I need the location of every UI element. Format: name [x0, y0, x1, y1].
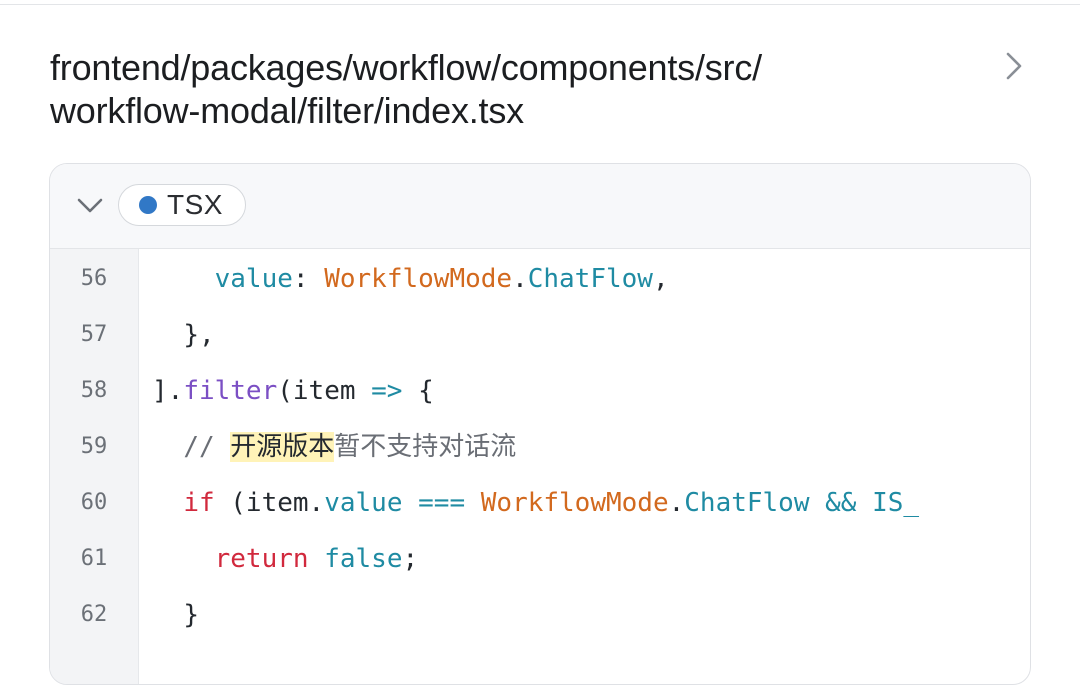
- code-token: [465, 488, 481, 518]
- code-token: .: [668, 488, 685, 518]
- code-token: [152, 264, 215, 294]
- code-token: //: [183, 432, 231, 462]
- code-token: if: [183, 488, 215, 518]
- code-token: return: [214, 544, 309, 574]
- file-path: frontend/packages/workflow/components/sr…: [50, 46, 990, 132]
- code-token: 暂不支持对话流: [334, 432, 517, 462]
- code-text: }: [152, 587, 199, 643]
- code-line: 62 }: [50, 587, 1030, 643]
- language-dot: [139, 196, 157, 214]
- code-block: TSX 56 value: WorkflowMode.ChatFlow,57 }…: [49, 163, 1031, 685]
- code-token: value: [214, 264, 293, 294]
- code-token: [152, 544, 215, 574]
- code-text: },: [152, 307, 215, 363]
- code-line: 60 if (item.value === WorkflowMode.ChatF…: [50, 475, 1030, 531]
- code-text: // 开源版本暂不支持对话流: [152, 419, 516, 475]
- code-token: value: [324, 488, 403, 518]
- code-block-toolbar: TSX: [50, 164, 1030, 249]
- line-number: 57: [80, 322, 108, 347]
- code-token: {: [402, 376, 434, 406]
- code-token: ].: [152, 376, 184, 406]
- line-number: 58: [80, 378, 108, 403]
- code-token: WorkflowMode: [324, 264, 513, 294]
- highlighted-text: 开源版本: [230, 432, 335, 462]
- code-token: IS_: [872, 488, 920, 518]
- code-token: &&: [825, 488, 857, 518]
- code-token: (item.: [214, 488, 325, 518]
- code-text: value: WorkflowMode.ChatFlow,: [152, 251, 669, 307]
- code-token: [152, 432, 183, 462]
- chevron-down-icon: [77, 198, 103, 213]
- code-token: WorkflowMode: [480, 488, 669, 518]
- code-token: ,: [652, 264, 669, 294]
- language-badge: TSX: [118, 184, 246, 226]
- code-token: [810, 488, 826, 518]
- file-path-line2: workflow-modal/filter/index.tsx: [50, 90, 524, 131]
- line-number: 62: [80, 602, 108, 627]
- code-token: ;: [402, 544, 419, 574]
- file-path-line1: frontend/packages/workflow/components/sr…: [50, 47, 762, 88]
- code-line: 56 value: WorkflowMode.ChatFlow,: [50, 251, 1030, 307]
- top-divider: [0, 4, 1080, 5]
- file-header[interactable]: frontend/packages/workflow/components/sr…: [50, 46, 990, 132]
- line-number: 60: [80, 490, 108, 515]
- code-line: 59 // 开源版本暂不支持对话流: [50, 419, 1030, 475]
- language-label: TSX: [167, 189, 223, 220]
- code-text: if (item.value === WorkflowMode.ChatFlow…: [152, 475, 919, 531]
- code-token: }: [183, 600, 199, 630]
- code-token: filter: [183, 376, 278, 406]
- code-line: 57 },: [50, 307, 1030, 363]
- code-line: 61 return false;: [50, 531, 1030, 587]
- code-token: =>: [371, 376, 403, 406]
- line-number: 61: [80, 546, 108, 571]
- code-token: false: [324, 544, 403, 574]
- code-token: ChatFlow: [527, 264, 653, 294]
- line-number: 56: [80, 266, 108, 291]
- code-body: 56 value: WorkflowMode.ChatFlow,57 },58]…: [50, 249, 1030, 684]
- code-token: :: [292, 264, 325, 294]
- code-token: ChatFlow: [684, 488, 810, 518]
- code-token: ===: [418, 488, 466, 518]
- code-token: [402, 488, 418, 518]
- code-token: (item: [277, 376, 372, 406]
- code-token: [152, 320, 183, 350]
- code-token: [152, 488, 183, 518]
- code-token: .: [512, 264, 528, 294]
- code-token: [152, 600, 183, 630]
- line-number-gutter: [50, 249, 139, 684]
- collapse-button[interactable]: [72, 188, 108, 224]
- line-number: 59: [80, 434, 108, 459]
- code-token: },: [183, 320, 215, 350]
- code-text: ].filter(item => {: [152, 363, 434, 419]
- code-text: return false;: [152, 531, 419, 587]
- code-token: [856, 488, 872, 518]
- chevron-right-icon[interactable]: [1002, 50, 1026, 82]
- code-line: 58].filter(item => {: [50, 363, 1030, 419]
- code-token: [309, 544, 325, 574]
